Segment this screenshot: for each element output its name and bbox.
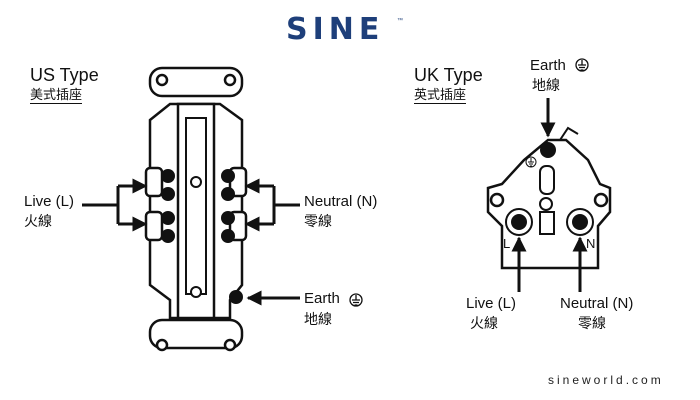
us-earth-label: Earth xyxy=(304,290,340,307)
us-earth-icon xyxy=(349,293,363,307)
us-neutral-hole-2 xyxy=(221,187,235,201)
us-earth-hole xyxy=(229,290,243,304)
uk-subtitle: 英式插座 xyxy=(414,87,467,104)
uk-earth-symbol xyxy=(525,156,537,168)
us-neutral-hole-4 xyxy=(221,229,235,243)
uk-terminal-n: N xyxy=(586,236,595,251)
us-live-label: Live (L) xyxy=(24,193,75,210)
us-live-hole-2 xyxy=(161,187,175,201)
us-live-label-zh: 火線 xyxy=(24,213,52,229)
us-live-hole-1 xyxy=(161,169,175,183)
uk-terminals xyxy=(505,142,594,236)
us-neutral-hole-3 xyxy=(221,211,235,225)
us-live-arrows xyxy=(82,178,148,232)
us-terminal-holes xyxy=(161,169,243,304)
uk-live-label-zh: 火線 xyxy=(470,315,498,331)
uk-live-label: Live (L) xyxy=(466,295,517,312)
uk-outlet-drawing xyxy=(486,126,612,270)
us-live-hole-4 xyxy=(161,229,175,243)
uk-neutral-label: Neutral (N) xyxy=(560,295,634,312)
us-title: US Type xyxy=(30,65,99,85)
us-live-hole-3 xyxy=(161,211,175,225)
uk-earth-label-zh: 地線 xyxy=(532,77,560,93)
uk-earth-icon xyxy=(575,58,589,72)
uk-earth-label: Earth xyxy=(530,57,566,74)
website-url[interactable]: sineworld.com xyxy=(548,373,664,387)
trademark-symbol: ™ xyxy=(397,18,403,24)
uk-live-hole xyxy=(511,214,527,230)
uk-title: UK Type xyxy=(414,65,483,85)
us-neutral-label-zh: 零線 xyxy=(304,213,332,229)
us-subtitle: 美式插座 xyxy=(30,87,83,104)
us-earth-label-zh: 地線 xyxy=(304,311,332,327)
us-neutral-hole-1 xyxy=(221,169,235,183)
us-outlet-drawing xyxy=(144,66,248,352)
sine-logo: SINE xyxy=(286,12,385,47)
uk-terminal-l: L xyxy=(503,236,510,251)
uk-earth-hole xyxy=(540,142,556,158)
uk-neutral-hole xyxy=(572,214,588,230)
us-neutral-arrows xyxy=(244,178,300,232)
us-neutral-label: Neutral (N) xyxy=(304,193,378,210)
uk-neutral-label-zh: 零線 xyxy=(578,315,606,331)
